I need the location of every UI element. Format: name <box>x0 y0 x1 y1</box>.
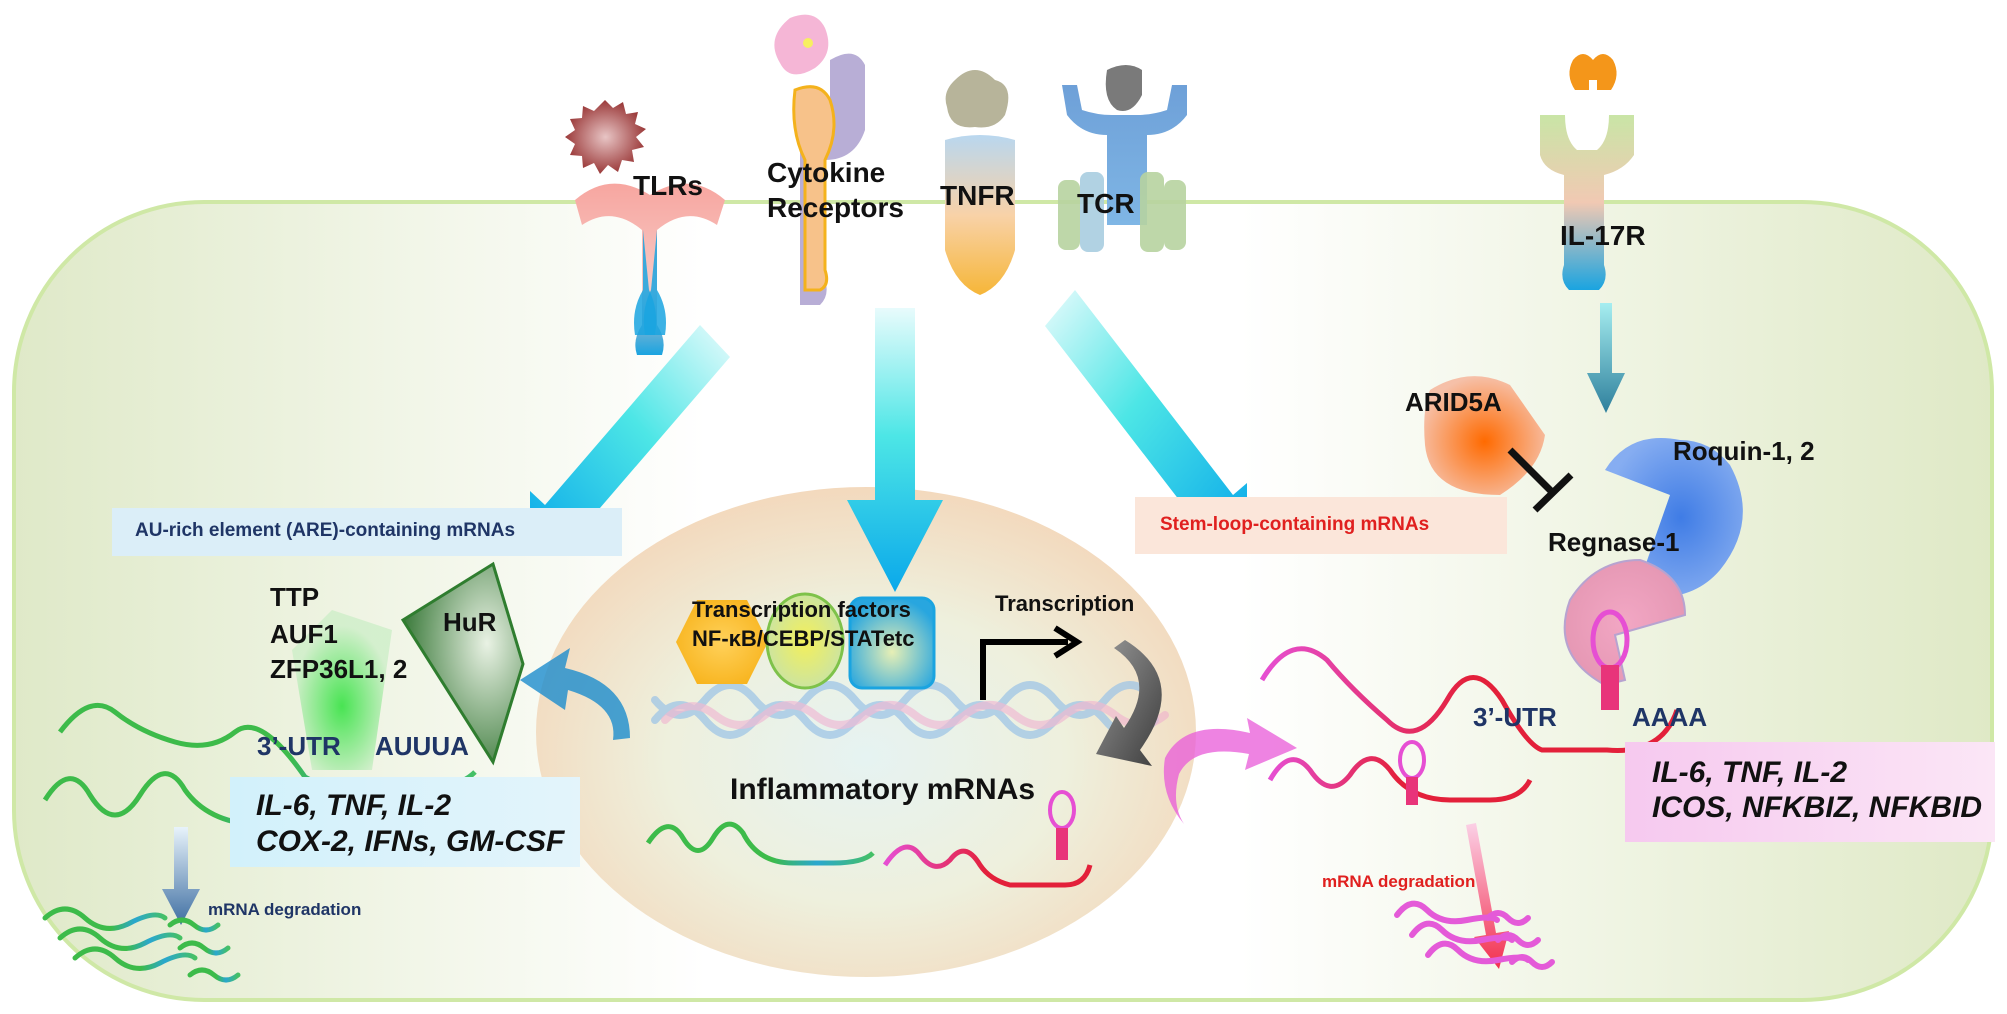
hur-label: HuR <box>443 607 497 637</box>
are-header-label: AU-rich element (ARE)-containing mRNAs <box>135 520 516 541</box>
tlrs-label: TLRs <box>633 170 703 201</box>
tnfr-receptor <box>945 70 1015 295</box>
are-degradation-label: mRNA degradation <box>208 900 362 919</box>
ttp-label: TTP <box>270 582 320 612</box>
stemloop-mrna-1 <box>1259 609 1680 753</box>
transcription-start-arrow <box>980 639 1068 700</box>
transcription-label: Transcription <box>995 591 1135 616</box>
are-degraded-fragments <box>42 906 241 983</box>
dna-helix <box>651 681 1169 739</box>
transcription-arrowhead <box>1053 625 1083 659</box>
stat-square <box>848 596 936 690</box>
tcr-receptor <box>1058 65 1187 252</box>
tlr-receptor <box>565 100 725 355</box>
il17-receptor <box>1540 54 1634 290</box>
tnf-ligand-icon <box>945 70 1009 128</box>
cytokine-receptor <box>774 14 865 305</box>
nfkb-hexagon <box>676 600 768 684</box>
arid5a-label: ARID5A <box>1405 387 1502 417</box>
are-targets-line2: COX-2, IFNs, GM-CSF <box>256 825 565 858</box>
tlr-ligand-icon <box>565 100 646 174</box>
arrow-to-are-pathway <box>530 325 730 551</box>
stemloop-degradation-arrow <box>1466 823 1509 969</box>
transcription-factors-label: Transcription factors <box>692 597 911 622</box>
regnase-label: Regnase-1 <box>1548 527 1680 557</box>
stemloop-header-box <box>1135 497 1507 554</box>
nuclear-are-mrna <box>645 821 875 866</box>
il17-ligand-icon <box>1569 54 1617 90</box>
are-utr-label: 3’-UTR <box>257 731 341 761</box>
arrow-to-nucleus <box>847 308 943 592</box>
hur-protein-shape <box>400 561 525 766</box>
are-degradation-arrow <box>162 827 200 925</box>
cytokine-ligand-icon <box>774 14 829 75</box>
export-arrow-left <box>520 648 630 740</box>
tnfr-label: TNFR <box>940 180 1015 211</box>
tf-names-label: NF-κB/CEBP/STATetc <box>692 626 915 651</box>
auuua-motif-label: AUUUA <box>375 731 469 761</box>
roquin-protein-shape <box>1605 438 1743 598</box>
auf1-label: AUF1 <box>270 619 338 649</box>
polya-label: AAAA <box>1632 702 1708 732</box>
cebp-oval <box>765 592 845 690</box>
il17-signal-arrow <box>1587 303 1625 413</box>
stemloop-header-label: Stem-loop-containing mRNAs <box>1160 514 1430 535</box>
transcription-curve-arrow <box>1096 640 1162 766</box>
roquin-label: Roquin-1, 2 <box>1673 436 1815 466</box>
stemloop-degraded-fragments <box>1394 900 1555 970</box>
tcr-label: TCR <box>1077 188 1135 219</box>
cytokine-receptors-label-line2: Receptors <box>767 192 904 223</box>
ttp-protein-shape <box>292 610 392 770</box>
stemloop-degradation-label: mRNA degradation <box>1322 872 1476 891</box>
inhibition-symbol <box>1507 447 1574 513</box>
inflammatory-mrnas-title: Inflammatory mRNAs <box>730 773 1036 806</box>
stemloop-mrna-2 <box>1267 740 1533 805</box>
il17r-label: IL-17R <box>1560 220 1646 251</box>
nuclear-stemloop-mrna <box>882 790 1093 888</box>
stemloop-utr-label: 3’-UTR <box>1473 702 1557 732</box>
zfp36l-label: ZFP36L1, 2 <box>270 654 408 684</box>
cytokine-receptors-label-line1: Cytokine <box>767 157 886 188</box>
stemloop-targets-line1: IL-6, TNF, IL-2 <box>1652 756 1847 789</box>
export-arrow-right <box>1163 718 1297 824</box>
arrow-to-stemloop-pathway <box>1045 290 1247 543</box>
stemloop-targets-line2: ICOS, NFKBIZ, NFKBID <box>1652 791 1982 824</box>
are-header-box <box>112 508 622 556</box>
stemloop-targets-box <box>1625 742 1995 842</box>
are-targets-box <box>230 777 580 867</box>
are-targets-line1: IL-6, TNF, IL-2 <box>256 789 451 822</box>
antigen-icon <box>1105 65 1142 111</box>
nucleus <box>536 487 1196 977</box>
arid5a-protein-shape <box>1424 376 1545 495</box>
